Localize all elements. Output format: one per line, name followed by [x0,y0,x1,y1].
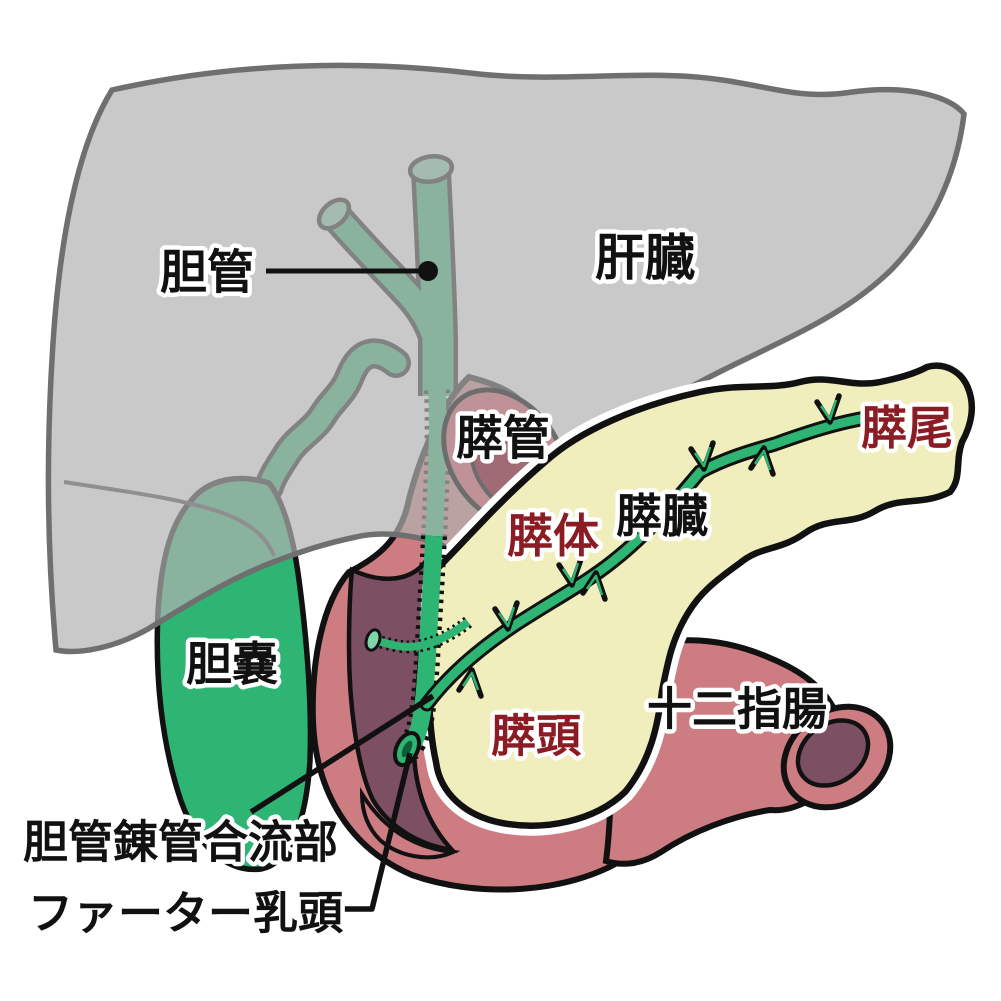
main-pancreatic-duct [419,393,944,712]
label-vater-papilla: ファーター乳頭 [28,888,344,939]
label-pancreas-body: 膵体 [507,510,599,562]
labels-group: 胆管 肝臓 膵管 膵体 膵臓 膵尾 胆嚢 膵頭 十二指腸 胆管錬管合流部 ファー… [19,226,958,944]
duodenum-interior-fold [359,786,461,860]
label-pancreatic-duct: 膵管 [456,412,550,465]
label-pancreas-head: 膵頭 [491,711,582,762]
duct-branch-ticks-inner [461,399,890,691]
label-bile-duct: 胆管 [160,246,254,299]
pancreas-body-shape [426,362,976,829]
label-pancreas: 膵臓 [616,490,708,542]
liver-fissure-line [63,480,276,557]
papilla-lumen [401,740,413,758]
minor-papilla [364,628,382,652]
papilla-leader-line [325,752,413,912]
label-pancreas-tail: 膵尾 [861,402,953,454]
pancreas-shape [419,355,982,836]
label-duodenum: 十二指腸 [647,684,827,735]
label-liver: 肝臓 [595,230,695,286]
leader-lines [249,268,435,912]
label-duct-junction: 胆管錬管合流部 [23,817,338,868]
pancreatic-duct-core [422,410,941,709]
label-gallbladder: 胆嚢 [186,638,278,690]
accessory-pancreatic-duct [364,616,473,654]
bile-duct-leader-dot [418,261,438,281]
vater-papilla-shape [392,731,422,767]
junction-leader-line [249,693,435,815]
duodenum-cut-lumen [795,718,871,788]
